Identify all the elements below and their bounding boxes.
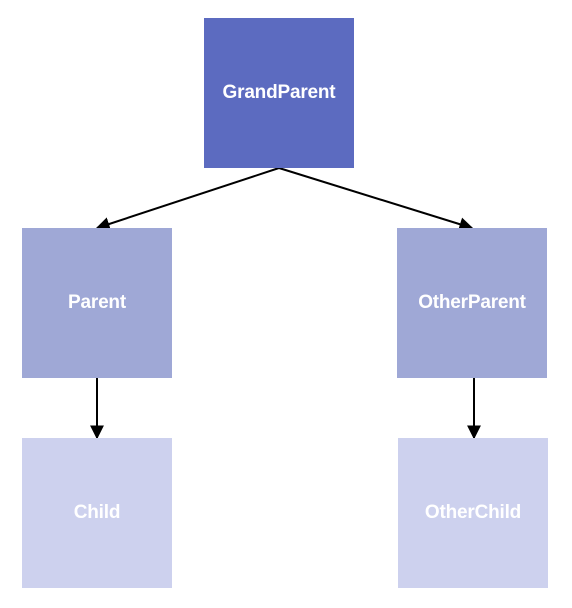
node-parent-label: Parent bbox=[68, 292, 126, 313]
node-otherchild-label: OtherChild bbox=[424, 502, 522, 523]
node-otherparent-label: OtherParent bbox=[418, 292, 526, 313]
node-parent: Parent bbox=[22, 228, 172, 378]
node-otherparent: OtherParent bbox=[397, 228, 547, 378]
node-grandparent: GrandParent bbox=[204, 18, 354, 168]
node-grandparent-label: GrandParent bbox=[222, 82, 336, 103]
node-child: Child bbox=[22, 438, 172, 588]
edge-grandparent-otherparent bbox=[278, 167, 474, 231]
edge-grandparent-parent bbox=[95, 167, 280, 231]
node-otherchild: OtherChild bbox=[398, 438, 548, 588]
node-child-label: Child bbox=[73, 502, 121, 523]
